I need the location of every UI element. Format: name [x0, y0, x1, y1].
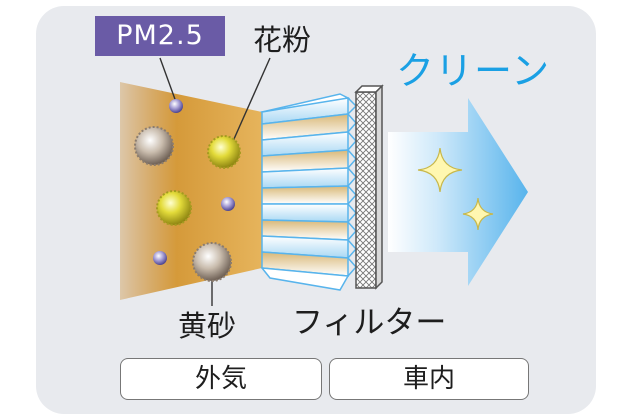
pollen-label: 花粉 [253, 23, 312, 57]
filter-label: フィルター [292, 305, 447, 341]
sparkle-icon [462, 197, 494, 231]
pm25-particles [153, 99, 235, 265]
pm25-label: PM2.5 [95, 16, 225, 56]
filter-mesh [354, 84, 384, 290]
yellow-sand-label: 黄砂 [178, 309, 237, 343]
pm25-particle-icon [153, 251, 167, 265]
yellow-sand-particles [134, 126, 232, 282]
yellow-sand-particle-icon [192, 242, 232, 282]
pm25-particle-icon [169, 99, 183, 113]
pm25-particle-icon [221, 197, 235, 211]
sparkle-icon [417, 147, 463, 193]
leader-lines [159, 57, 271, 306]
pollen-particle-icon [207, 135, 241, 169]
pollen-particle-icon [156, 190, 192, 226]
car-interior-box: 車内 [329, 358, 529, 400]
outside-air-box: 外気 [120, 358, 322, 400]
filter-pleats [259, 93, 358, 291]
pollen-particles [156, 135, 241, 226]
clean-air-arrow-icon [388, 98, 528, 286]
dirty-air-region [120, 82, 262, 300]
clean-label: クリーン [396, 49, 551, 93]
yellow-sand-particle-icon [134, 126, 174, 166]
